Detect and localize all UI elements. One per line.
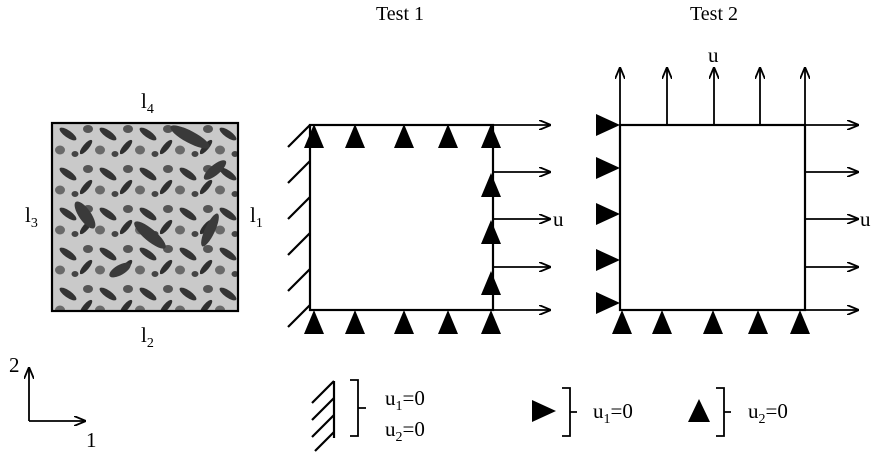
test2-title: Test 2 — [690, 3, 738, 25]
legend-clamped-brace — [350, 379, 366, 437]
test1-title: Test 1 — [376, 3, 424, 25]
test2-top-load-arrows — [620, 68, 805, 125]
test2-diagram: u u — [596, 43, 871, 334]
test2-left-rollers — [596, 114, 620, 314]
test1-bottom-rollers — [304, 310, 501, 334]
legend-clamped-symbol — [311, 380, 336, 452]
legend-clamped-line1: u1=0 — [385, 386, 425, 414]
axis-2-label: 2 — [9, 353, 20, 377]
test2-right-load-label: u — [860, 207, 871, 231]
legend-roller-2-brace — [716, 387, 731, 437]
test1-diagram: u — [287, 123, 564, 334]
sample-edge-bottom-label: l2 — [141, 323, 154, 351]
sample-border — [50, 121, 240, 313]
legend-roller-2-text: u2=0 — [748, 399, 788, 427]
test1-load-arrows — [493, 125, 550, 310]
legend-roller-2-symbol — [688, 399, 710, 422]
test1-specimen — [308, 123, 495, 312]
test1-right-rollers — [481, 173, 501, 295]
test2-specimen — [618, 123, 807, 312]
sample-edge-right-label: l1 — [250, 203, 263, 231]
test2-bottom-rollers — [612, 310, 810, 334]
legend-roller-1-brace — [562, 387, 577, 437]
axis-1-label: 1 — [86, 428, 97, 452]
test2-top-load-label: u — [708, 43, 719, 67]
sample-edge-left-label: l3 — [25, 203, 38, 231]
test1-top-rollers — [304, 124, 501, 148]
sample-edge-top-label: l4 — [141, 89, 154, 117]
legend-clamped-line2: u2=0 — [385, 417, 425, 445]
legend: u1=0 u2=0 u1=0 u2=0 — [311, 379, 788, 452]
microstructure-sample: l4 l1 l2 l3 — [25, 89, 263, 351]
coordinate-axes: 2 1 — [9, 353, 97, 452]
legend-roller-1-text: u1=0 — [593, 399, 633, 427]
test2-right-load-arrows — [805, 125, 858, 310]
test1-load-label: u — [553, 207, 564, 231]
test1-clamped-hatch — [287, 124, 311, 328]
legend-roller-1-symbol — [532, 400, 556, 422]
